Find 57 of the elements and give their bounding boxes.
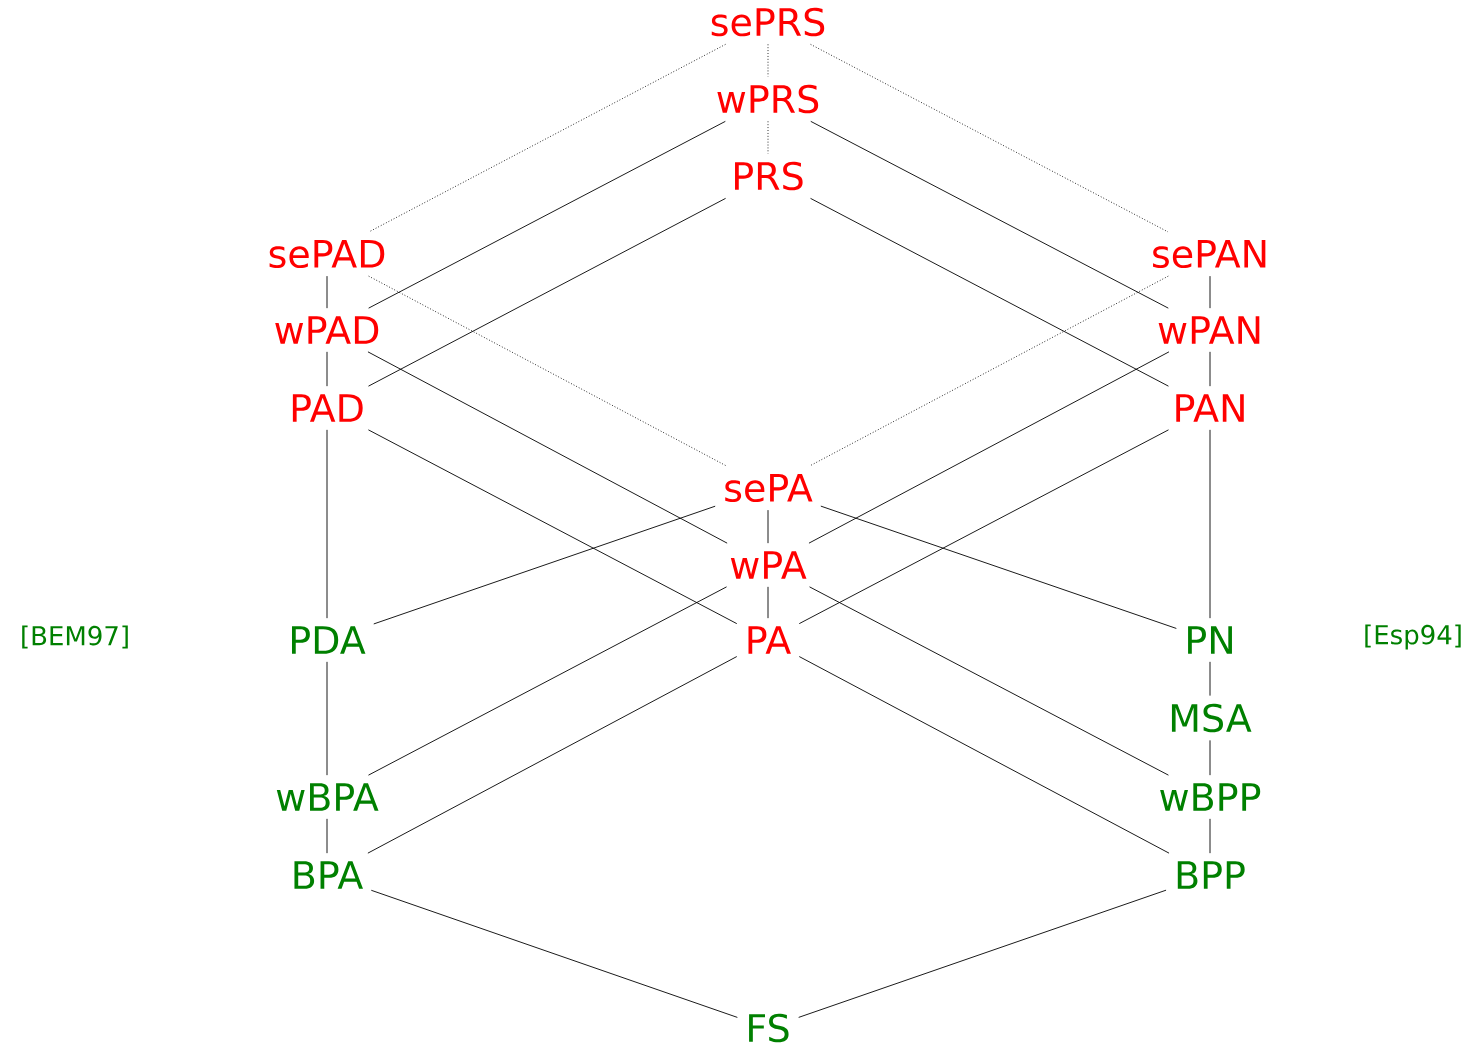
class-label: sePRS [711, 7, 825, 37]
class-label: wPA [730, 551, 807, 579]
class-label: sePA [725, 473, 813, 503]
connector-line [808, 351, 1170, 544]
connector-line [368, 586, 728, 776]
connector-line [810, 43, 1169, 233]
connector-line [367, 656, 738, 854]
class-label: PA [748, 626, 791, 654]
connector-line [810, 197, 1169, 387]
class-label: PN [1188, 626, 1232, 654]
connector-line [370, 889, 738, 1018]
connector-line [326, 275, 328, 309]
connector-line [1209, 275, 1211, 309]
class-label: wPAN [1158, 316, 1260, 344]
connector-line [1209, 661, 1211, 697]
connector-line [367, 351, 728, 544]
class-label: BPP [1177, 861, 1245, 889]
connector-line [368, 43, 726, 233]
connector-line [326, 351, 328, 387]
connector-line [373, 505, 716, 625]
connector-line [820, 505, 1177, 629]
connector-line [1209, 429, 1211, 619]
connector-line [767, 586, 769, 619]
class-label: sePAD [269, 239, 385, 269]
class-label: wBPP [1160, 783, 1261, 811]
class-label: BPA [294, 861, 363, 889]
connector-line [809, 586, 1169, 776]
citation-label: [BEM97] [22, 625, 128, 649]
class-label: PAN [1176, 394, 1244, 422]
connector-line [767, 120, 769, 155]
connector-line [1209, 739, 1211, 776]
class-label: PDA [292, 626, 366, 654]
connector-line [326, 818, 328, 854]
class-label: FS [749, 1013, 789, 1043]
class-label: MSA [1171, 703, 1252, 733]
connector-line [326, 661, 328, 776]
connector-line [767, 509, 769, 544]
citation-label: [Esp94] [1365, 624, 1461, 650]
connector-line [767, 43, 769, 78]
class-label: PRS [735, 161, 803, 191]
connector-line [1209, 351, 1211, 387]
connector-line [809, 275, 1169, 467]
connector-line [368, 197, 727, 387]
connector-line [326, 429, 328, 619]
connector-line [368, 120, 726, 309]
connector-line [810, 120, 1169, 309]
class-label: sePAN [1153, 239, 1266, 269]
connector-line [1209, 818, 1211, 854]
connector-line [798, 429, 1169, 625]
class-label: wPAD [275, 316, 379, 344]
class-label: PAD [292, 394, 363, 422]
connector-line [367, 429, 738, 625]
connector-line [798, 656, 1170, 854]
class-label: wBPA [276, 783, 379, 811]
connector-line [368, 275, 727, 467]
class-label: wPRS [717, 84, 819, 114]
connector-line [798, 889, 1167, 1018]
